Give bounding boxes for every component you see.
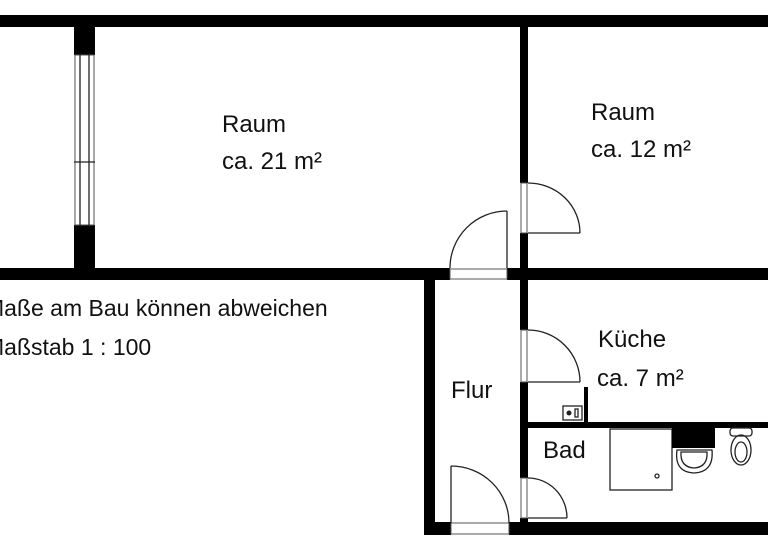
kitchen-area: ca. 7 m² [597, 365, 684, 392]
sink-icon [675, 449, 713, 474]
door-kitchen [520, 329, 581, 383]
toilet-icon [729, 427, 753, 466]
hallway-name: Flur [451, 377, 492, 404]
room-21-name: Raum [222, 111, 286, 138]
entrance-door [450, 465, 510, 535]
door-bathroom [520, 477, 568, 519]
walls [0, 15, 768, 535]
partition-wall-upper [520, 27, 528, 183]
top-wall [0, 15, 768, 27]
kitchen-stub-wall [584, 387, 588, 422]
door-room21 [449, 210, 508, 280]
hallway-right-wall-2 [520, 382, 528, 478]
door-room12 [520, 182, 581, 234]
middle-wall-right [507, 268, 768, 280]
bottom-wall-left [424, 522, 451, 535]
room-12-area: ca. 12 m² [591, 136, 691, 163]
window-pier-bottom [74, 225, 95, 268]
partition-wall-upper-2 [520, 233, 528, 268]
hallway-left-wall [424, 280, 435, 535]
deviation-note: Maße am Bau können abweichen [0, 295, 328, 321]
window-pier-top [74, 27, 95, 55]
kitchen-bath-wall [528, 422, 768, 428]
hallway-right-wall-3 [520, 518, 528, 523]
bottom-wall-right [509, 522, 768, 535]
stove-icon [562, 405, 583, 421]
installation-shaft [672, 428, 715, 448]
hallway-right-wall-1 [520, 280, 528, 330]
window [74, 54, 95, 226]
room-12-name: Raum [591, 99, 655, 126]
shower-icon [609, 428, 673, 491]
middle-wall-left [0, 268, 450, 280]
scale-note: Maßstab 1 : 100 [0, 334, 151, 360]
kitchen-name: Küche [598, 326, 666, 353]
bathroom-name: Bad [543, 437, 586, 464]
room-21-area: ca. 21 m² [222, 148, 322, 175]
